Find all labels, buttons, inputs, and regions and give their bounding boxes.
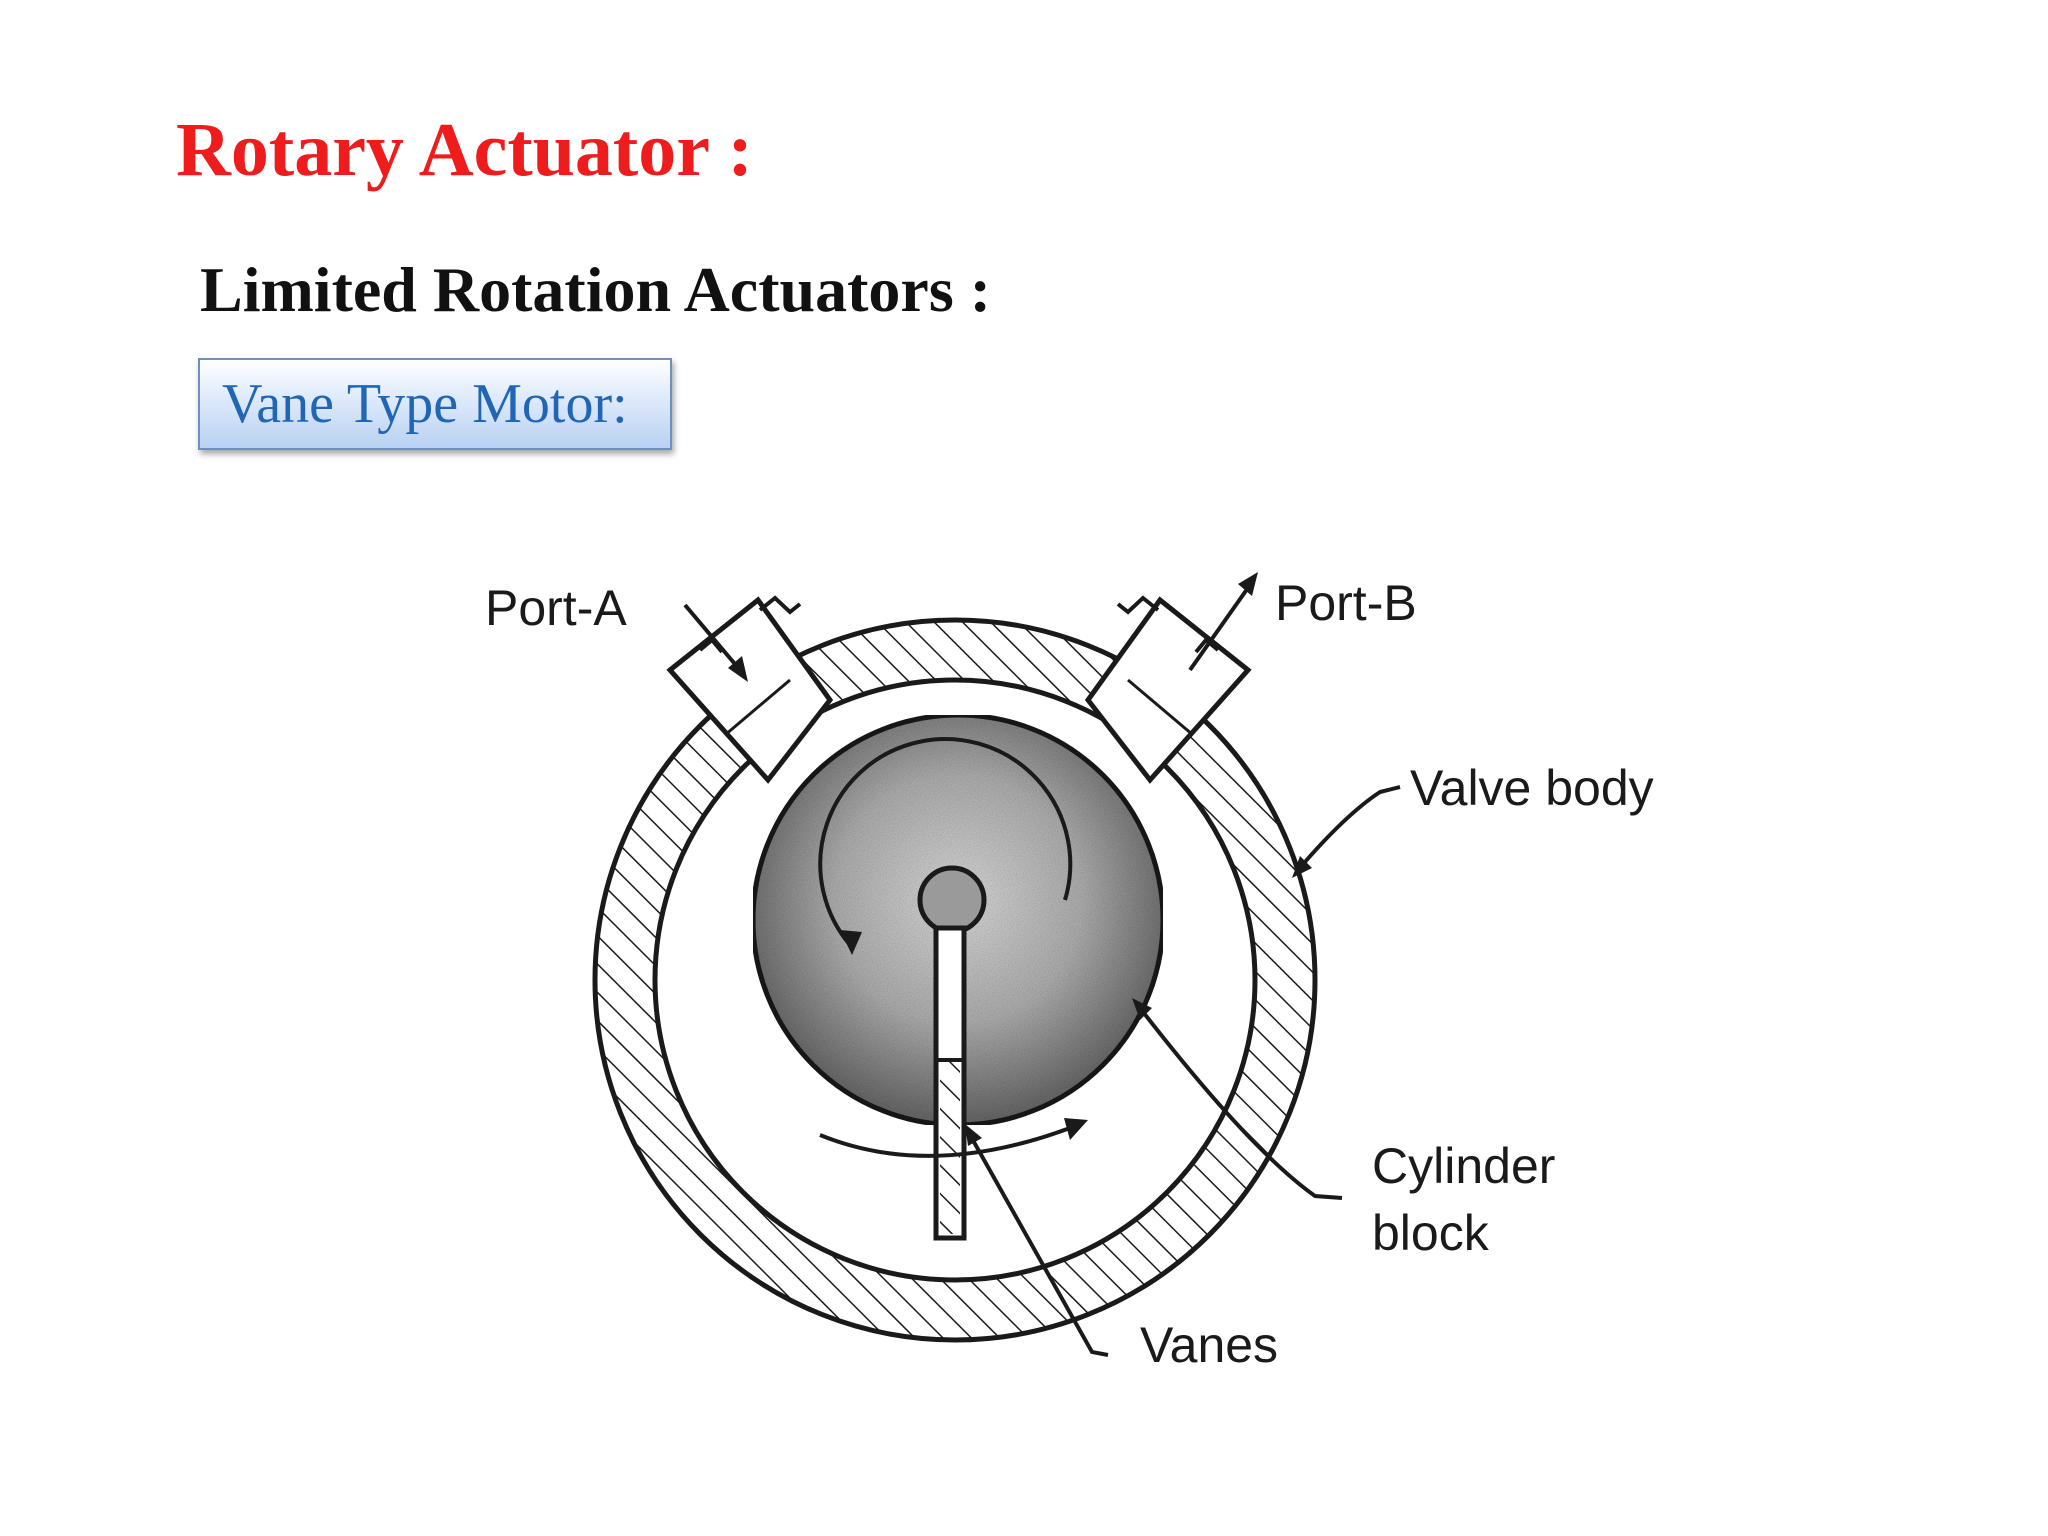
section-label: Vane Type Motor: <box>222 373 628 435</box>
vanes-leader <box>965 1124 1109 1357</box>
page-title: Rotary Actuator : <box>176 108 753 192</box>
cylinder-block-label-line1: Cylinder <box>1372 1138 1555 1194</box>
valve-body-leader <box>1292 785 1401 878</box>
port-b-arrow-icon <box>1188 572 1258 672</box>
vane <box>917 865 987 1241</box>
cylinder-block-label-line2: block <box>1372 1205 1490 1261</box>
subtitle: Limited Rotation Actuators : <box>200 254 992 325</box>
lower-rotation-arrow-icon <box>819 1118 1088 1158</box>
port-a-label: Port-A <box>485 580 627 636</box>
port-b-label: Port-B <box>1275 575 1417 631</box>
vanes-label: Vanes <box>1140 1317 1278 1373</box>
cylinder-block-leader <box>1132 998 1343 1200</box>
rotation-arrow-icon <box>818 737 1073 955</box>
section-label-box: Vane Type Motor: <box>198 358 672 450</box>
port-a-arrow-icon <box>683 603 748 682</box>
valve-body-label: Valve body <box>1410 760 1654 816</box>
